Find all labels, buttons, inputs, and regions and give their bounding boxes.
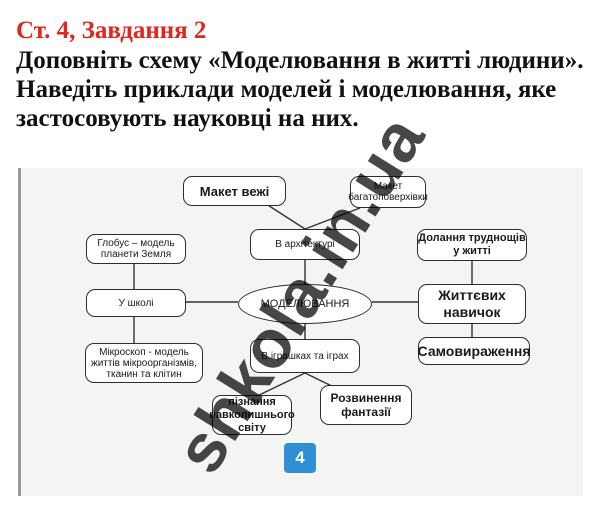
task-heading: Ст. 4, Завдання 2 Доповніть схему «Модел… <box>16 16 591 133</box>
fantasy-box: Розвинення фантазії <box>320 385 412 425</box>
multistorey-model-box: Макет багатоповерхівки <box>348 176 428 208</box>
microscope-box: Мікроскоп - модель життів мікроорганізмі… <box>85 343 203 383</box>
life-skills-box: Життєвих навичок <box>418 284 526 324</box>
diagram-scan <box>18 168 583 496</box>
scan-edge <box>18 168 21 496</box>
task-title: Ст. 4, Завдання 2 <box>16 17 207 44</box>
page-number-badge: 4 <box>284 443 316 473</box>
self-expression-box: Самовираження <box>418 337 530 365</box>
tower-model-box: Макет вежі <box>183 176 286 206</box>
task-text: Доповніть схему «Моделювання в житті люд… <box>16 47 584 132</box>
architecture-box: В архітектурі <box>250 229 360 260</box>
globe-box: Глобус – модель планети Земля <box>86 234 186 264</box>
toys-box: В іграшках та іграх <box>250 339 360 373</box>
modeling-center-ellipse: МОДЕЛЮВАННЯ <box>238 284 372 324</box>
difficulties-box: Долання труднощів у житті <box>417 229 527 261</box>
cognition-box: пізнання навколишнього світу <box>209 395 295 435</box>
school-box: У школі <box>86 289 186 317</box>
